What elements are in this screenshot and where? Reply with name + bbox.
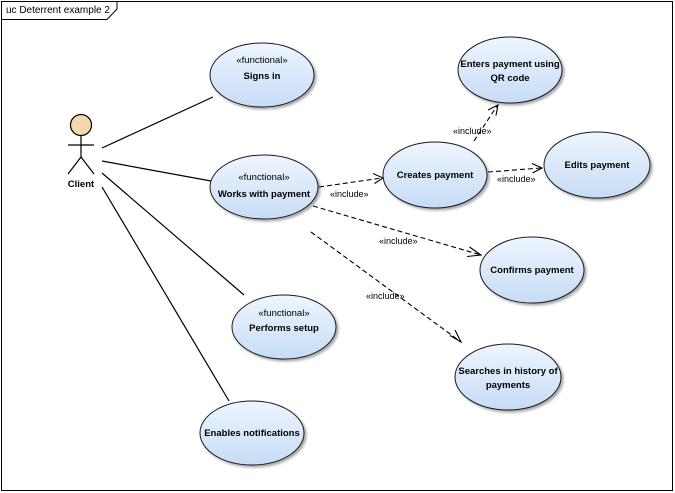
usecase-label: Signs in	[244, 71, 281, 82]
associations	[101, 96, 245, 402]
usecase-works-with-payment[interactable]: «functional» Works with payment	[209, 154, 319, 220]
usecase-label: Performs setup	[249, 323, 319, 334]
usecase-label-line2: QR code	[490, 73, 529, 84]
actor-head	[69, 113, 93, 137]
include-label-creates-edits: «include»	[497, 174, 536, 184]
include-label-works-searches: «include»	[366, 291, 405, 301]
usecase-label-line1: Enters payment using	[460, 59, 559, 70]
include-arrow-creates-edits	[487, 162, 544, 174]
actor-body	[67, 135, 95, 175]
include-arrow-creates-enters	[473, 104, 499, 142]
association-works-with-payment	[101, 160, 212, 182]
usecase-label: Works with payment	[218, 189, 311, 200]
usecase-enables-notifications[interactable]: Enables notifications	[199, 400, 305, 466]
usecase-performs-setup[interactable]: «functional» Performs setup	[231, 294, 337, 360]
include-label-works-confirms: «include»	[379, 236, 418, 246]
usecase-edits-payment[interactable]: Edits payment	[543, 131, 651, 199]
association-signs-in	[101, 96, 214, 149]
include-arrow-works-searches	[310, 231, 463, 344]
usecase-signs-in[interactable]: «functional» Signs in	[209, 42, 315, 108]
usecase-confirms-payment[interactable]: Confirms payment	[479, 236, 585, 304]
usecase-enters-payment-qr[interactable]: Enters payment using QR code	[457, 36, 563, 104]
usecase-label: Edits payment	[565, 160, 631, 171]
actor-label: Client	[68, 179, 95, 190]
include-arrow-works-confirms	[312, 205, 483, 258]
include-dependencies	[310, 104, 544, 344]
diagram-title-tab	[1, 1, 118, 20]
actor-client[interactable]: Client	[67, 113, 95, 191]
usecase-label-line1: Searches in history of	[458, 366, 558, 377]
usecase-creates-payment[interactable]: Creates payment	[382, 141, 488, 209]
association-enables-notifications	[101, 186, 230, 402]
include-label-works-creates: «include»	[330, 189, 369, 199]
usecase-stereotype: «functional»	[238, 172, 289, 183]
usecase-label: Creates payment	[397, 170, 474, 181]
usecase-label: Confirms payment	[490, 265, 574, 276]
include-label-creates-enters: «include»	[453, 126, 492, 136]
usecase-searches-history[interactable]: Searches in history of payments	[454, 343, 562, 411]
usecase-label-line2: payments	[486, 380, 530, 391]
usecase-label: Enables notifications	[204, 428, 300, 439]
usecase-stereotype: «functional»	[236, 55, 287, 66]
association-performs-setup	[101, 172, 245, 296]
usecase-stereotype: «functional»	[258, 308, 309, 319]
diagram-title: uc Deterrent example 2	[6, 5, 110, 16]
